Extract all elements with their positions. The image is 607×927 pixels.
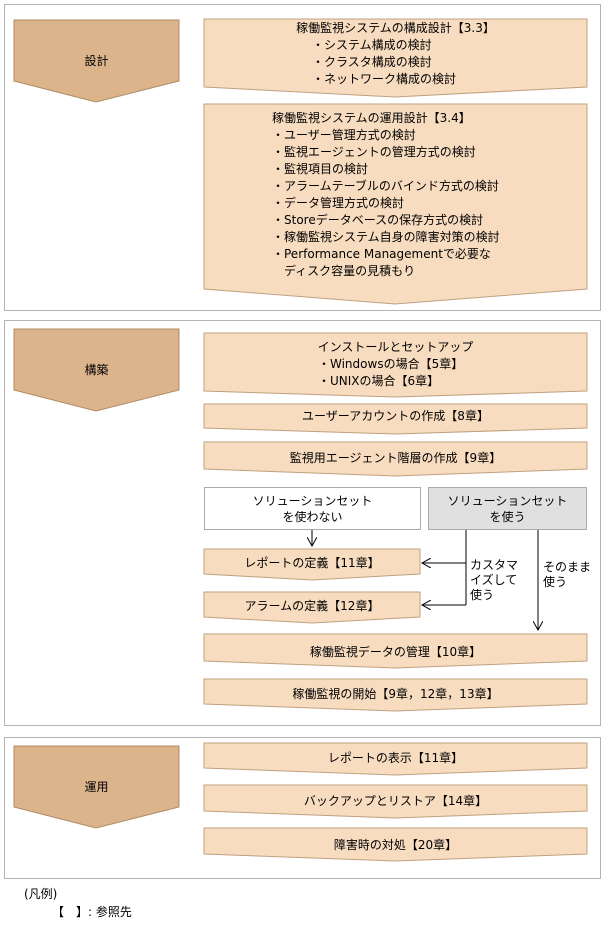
operation-design-title: 稼働監視システムの運用設計【3.4】 — [272, 111, 471, 125]
agent-hierarchy-shape — [203, 441, 588, 477]
report-display-label: レポートの表示【11章】 — [327, 751, 464, 765]
alarm-def-label: アラームの定義【12章】 — [244, 599, 380, 613]
legend-title: (凡例) — [24, 887, 58, 901]
start-monitoring-shape — [203, 678, 588, 712]
operation-design-item: ディスク容量の見積もり — [272, 264, 416, 278]
failure-shape — [203, 827, 588, 862]
design-phase-label: 設計 — [84, 54, 109, 68]
config-design-shape — [203, 18, 588, 98]
report-def-shape — [203, 548, 421, 581]
data-mgmt-label: 稼働監視データの管理【10章】 — [309, 645, 482, 659]
config-design-item: ・ネットワーク構成の検討 — [312, 72, 457, 86]
user-account-label: ユーザーアカウントの作成【8章】 — [302, 409, 489, 423]
operation-design-item: ・データ管理方式の検討 — [272, 196, 405, 210]
build-phase-label: 構築 — [84, 363, 109, 377]
operate-phase-label: 運用 — [84, 780, 109, 794]
install-item: ・Windowsの場合【5章】 — [318, 357, 464, 371]
data-mgmt-shape — [203, 633, 588, 669]
customize-note: カスタマ イズして 使う — [470, 558, 519, 602]
operation-design-item: ・監視エージェントの管理方式の検討 — [272, 145, 476, 159]
operate-phase-shape — [13, 745, 180, 829]
as-is-note: そのまま 使う — [543, 560, 592, 589]
operation-design-item: ・監視項目の検討 — [272, 162, 369, 176]
report-def-label: レポートの定義【11章】 — [244, 556, 380, 570]
design-phase-shape — [13, 19, 180, 103]
backup-restore-label: バックアップとリストア【14章】 — [303, 794, 488, 808]
operation-design-item: ・稼働監視システム自身の障害対策の検討 — [272, 230, 500, 244]
operation-design-item: ・ユーザー管理方式の検討 — [272, 128, 416, 142]
no-solution-set-box: ソリューションセット を使わない — [204, 487, 421, 530]
install-title: インストールとセットアップ — [317, 340, 474, 354]
agent-hierarchy-label: 監視用エージェント階層の作成【9章】 — [289, 451, 502, 465]
alarm-def-shape — [203, 591, 421, 624]
legend-entry: 【 】: 参照先 — [52, 905, 132, 919]
config-design-title: 稼働監視システムの構成設計【3.3】 — [296, 21, 495, 35]
operation-design-item: ・Performance Managementで必要な — [272, 247, 491, 261]
report-display-shape — [203, 742, 588, 776]
install-item: ・UNIXの場合【6章】 — [318, 374, 440, 388]
install-shape — [203, 332, 588, 398]
operation-design-shape — [203, 103, 588, 305]
config-design-item: ・システム構成の検討 — [312, 38, 432, 52]
backup-restore-shape — [203, 784, 588, 819]
failure-label: 障害時の対処【20章】 — [333, 838, 458, 852]
config-design-item: ・クラスタ構成の検討 — [312, 55, 432, 69]
start-monitoring-label: 稼働監視の開始【9章，12章，13章】 — [292, 687, 499, 701]
operation-design-item: ・Storeデータベースの保存方式の検討 — [272, 213, 484, 227]
build-phase-shape — [13, 328, 180, 412]
use-solution-set-box: ソリューションセット を使う — [428, 487, 587, 530]
operation-design-item: ・アラームテーブルのバインド方式の検討 — [272, 179, 499, 193]
user-account-shape — [203, 403, 588, 435]
